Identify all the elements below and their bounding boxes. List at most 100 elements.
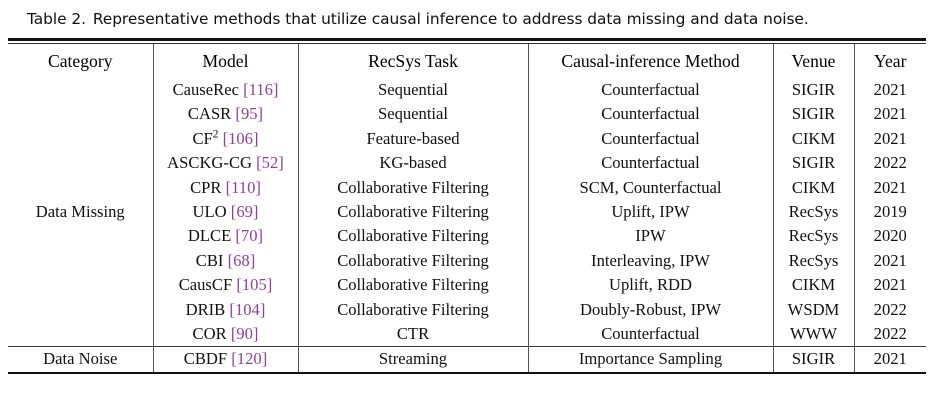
citation-link[interactable]: [104] xyxy=(229,299,266,319)
citation-link[interactable]: [105] xyxy=(236,275,273,295)
year-cell: 2021 xyxy=(853,248,926,274)
year-cell: 2021 xyxy=(853,346,926,372)
top-rule-thick xyxy=(8,38,926,41)
method-cell: Counterfactual xyxy=(527,126,773,152)
methods-table: Category Model RecSys Task Causal-infere… xyxy=(8,43,926,372)
citation-link[interactable]: [95] xyxy=(235,104,264,124)
venue-cell: RecSys xyxy=(772,200,854,225)
model-cell: DLCE [70] xyxy=(152,224,298,249)
method-cell: Counterfactual xyxy=(527,322,773,347)
recsys-task-cell: Collaborative Filtering xyxy=(297,200,528,225)
year-cell: 2022 xyxy=(853,322,926,347)
method-cell: Uplift, IPW xyxy=(527,200,773,225)
model-cell: CPR [110] xyxy=(152,175,298,201)
venue-cell: RecSys xyxy=(772,248,854,274)
method-cell: Counterfactual xyxy=(527,102,773,127)
year-cell: 2022 xyxy=(853,297,926,323)
top-rule-thin xyxy=(8,42,926,44)
recsys-task-cell: Streaming xyxy=(297,346,528,372)
year-cell: 2021 xyxy=(853,175,926,201)
year-cell: 2021 xyxy=(853,77,926,103)
bottom-rule-thick xyxy=(8,371,926,375)
citation-link[interactable]: [52] xyxy=(256,153,284,173)
method-cell: Uplift, RDD xyxy=(527,273,773,298)
model-cell: CBDF [120] xyxy=(152,346,298,372)
model-name: DLCE xyxy=(187,226,232,246)
method-cell: Counterfactual xyxy=(527,151,773,176)
model-name: CausCF xyxy=(178,275,233,295)
header-year: Year xyxy=(853,43,926,78)
year-cell: 2021 xyxy=(853,102,926,127)
year-cell: 2019 xyxy=(853,200,926,225)
model-cell: CausCF [105] xyxy=(152,273,298,298)
model-cell: CauseRec [116] xyxy=(152,77,298,103)
citation-link[interactable]: [106] xyxy=(222,128,259,148)
venue-cell: WSDM xyxy=(772,297,854,323)
method-cell: Interleaving, IPW xyxy=(527,248,773,274)
method-cell: IPW xyxy=(527,224,773,249)
category-cell: Data Noise xyxy=(8,346,153,372)
recsys-task-cell: Sequential xyxy=(297,77,528,103)
model-name: CASR xyxy=(187,104,232,124)
year-cell: 2021 xyxy=(853,126,926,152)
citation-link[interactable]: [70] xyxy=(235,226,264,246)
year-cell: 2022 xyxy=(853,151,926,176)
recsys-task-cell: Collaborative Filtering xyxy=(297,297,528,323)
citation-link[interactable]: [90] xyxy=(230,324,259,344)
year-cell: 2020 xyxy=(853,224,926,249)
method-cell: SCM, Counterfactual xyxy=(527,175,773,201)
citation-link[interactable]: [120] xyxy=(231,349,268,369)
venue-cell: SIGIR xyxy=(772,77,854,103)
citation-link[interactable]: [116] xyxy=(243,79,279,99)
recsys-task-cell: Feature-based xyxy=(297,126,528,152)
caption-label: Table 2. xyxy=(27,10,86,28)
model-cell: ASCKG-CG [52] xyxy=(152,151,298,176)
citation-link[interactable]: [68] xyxy=(227,250,256,270)
venue-cell: CIKM xyxy=(772,175,854,201)
recsys-task-cell: Collaborative Filtering xyxy=(297,248,528,274)
table-header-row: Category Model RecSys Task Causal-infere… xyxy=(8,43,926,78)
model-cell: ULO [69] xyxy=(152,200,298,225)
model-name: CauseRec xyxy=(172,79,239,99)
model-name: DRIB xyxy=(185,299,226,319)
recsys-task-cell: KG-based xyxy=(297,151,528,176)
model-cell: CF2 [106] xyxy=(152,126,298,152)
venue-cell: WWW xyxy=(772,322,854,347)
method-cell: Doubly-Robust, IPW xyxy=(527,297,773,323)
venue-cell: CIKM xyxy=(772,126,854,152)
table-container: Category Model RecSys Task Causal-infere… xyxy=(8,38,926,375)
recsys-task-cell: Sequential xyxy=(297,102,528,127)
model-cell: CASR [95] xyxy=(152,102,298,127)
header-recsys-task: RecSys Task xyxy=(297,43,528,78)
method-cell: Importance Sampling xyxy=(527,346,773,372)
category-cell: Data Missing xyxy=(35,202,125,222)
model-name: CPR xyxy=(190,177,222,197)
model-superscript: 2 xyxy=(212,128,219,141)
header-model: Model xyxy=(152,43,298,78)
recsys-task-cell: Collaborative Filtering xyxy=(297,273,528,298)
year-cell: 2021 xyxy=(853,273,926,298)
citation-link[interactable]: [110] xyxy=(225,177,261,197)
model-name: CBI xyxy=(195,250,224,270)
method-cell: Counterfactual xyxy=(527,77,773,103)
table-caption: Table 2. Representative methods that uti… xyxy=(0,0,942,29)
venue-cell: RecSys xyxy=(772,224,854,249)
citation-link[interactable]: [69] xyxy=(230,202,259,222)
header-causal-inference-method: Causal-inference Method xyxy=(527,43,773,78)
recsys-task-cell: CTR xyxy=(297,322,528,347)
venue-cell: CIKM xyxy=(772,273,854,298)
header-venue: Venue xyxy=(772,43,854,78)
model-cell: COR [90] xyxy=(152,322,298,347)
